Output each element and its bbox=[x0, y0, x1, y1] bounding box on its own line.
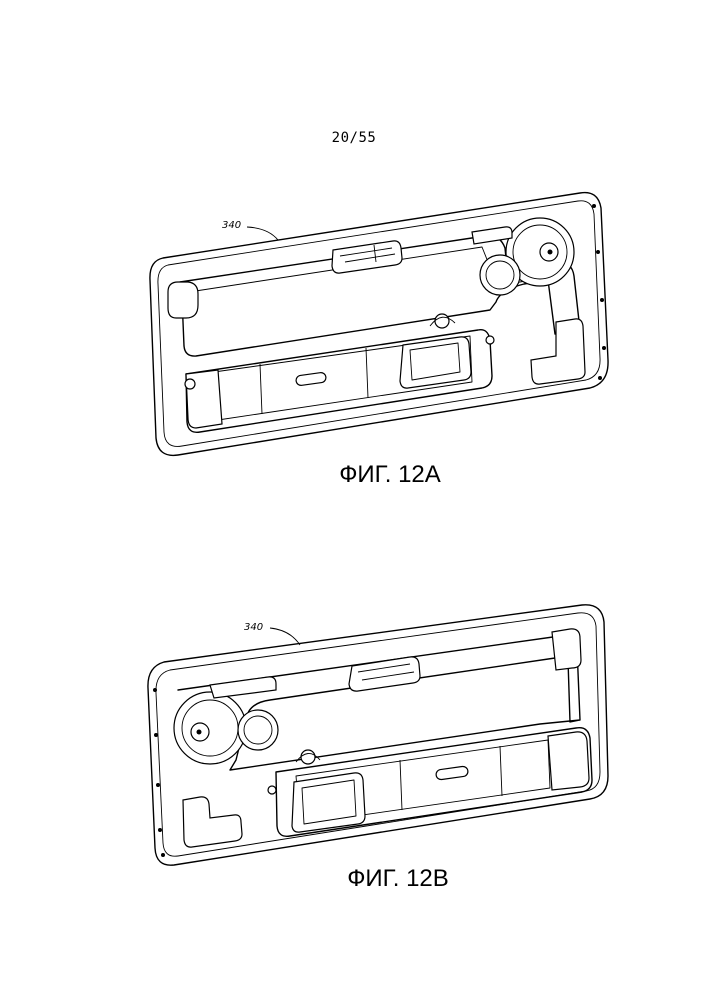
caption-fig-12b: ФИГ. 12В bbox=[0, 865, 708, 893]
ref-leader-b bbox=[270, 628, 300, 645]
reservoir-large-b bbox=[174, 692, 246, 764]
tray-handle-top-b bbox=[349, 657, 420, 691]
lower-slot-b bbox=[435, 766, 468, 780]
ref-label-b: 340 bbox=[244, 622, 263, 633]
left-bracket-b bbox=[183, 797, 242, 847]
